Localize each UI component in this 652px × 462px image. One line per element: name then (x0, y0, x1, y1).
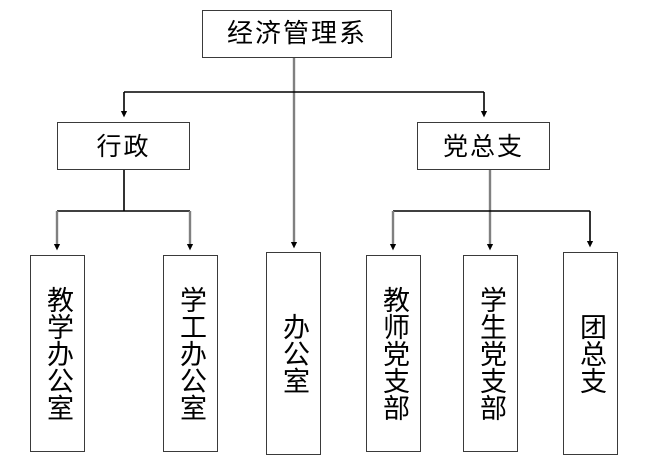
node-student-affairs-office-label: 学工办公室 (175, 286, 206, 421)
node-general-office-label: 办公室 (278, 313, 309, 394)
node-party-general-branch[interactable]: 党总支 (417, 122, 550, 170)
node-general-office[interactable]: 办公室 (266, 252, 321, 455)
node-teacher-party-branch-label: 教师党支部 (378, 286, 409, 421)
node-youth-league-branch[interactable]: 团总支 (563, 252, 618, 455)
node-teaching-office-label: 教学办公室 (42, 286, 73, 421)
node-teaching-office[interactable]: 教学办公室 (30, 255, 85, 452)
node-party-general-branch-label: 党总支 (442, 131, 524, 161)
node-administration[interactable]: 行政 (57, 122, 190, 170)
node-student-party-branch[interactable]: 学生党支部 (463, 255, 518, 452)
node-administration-label: 行政 (96, 131, 151, 161)
node-teacher-party-branch[interactable]: 教师党支部 (366, 255, 421, 452)
node-student-party-branch-label: 学生党支部 (475, 286, 506, 421)
node-youth-league-branch-label: 团总支 (575, 313, 606, 394)
node-root[interactable]: 经济管理系 (202, 10, 392, 58)
node-root-label: 经济管理系 (226, 19, 367, 49)
node-student-affairs-office[interactable]: 学工办公室 (163, 255, 218, 452)
